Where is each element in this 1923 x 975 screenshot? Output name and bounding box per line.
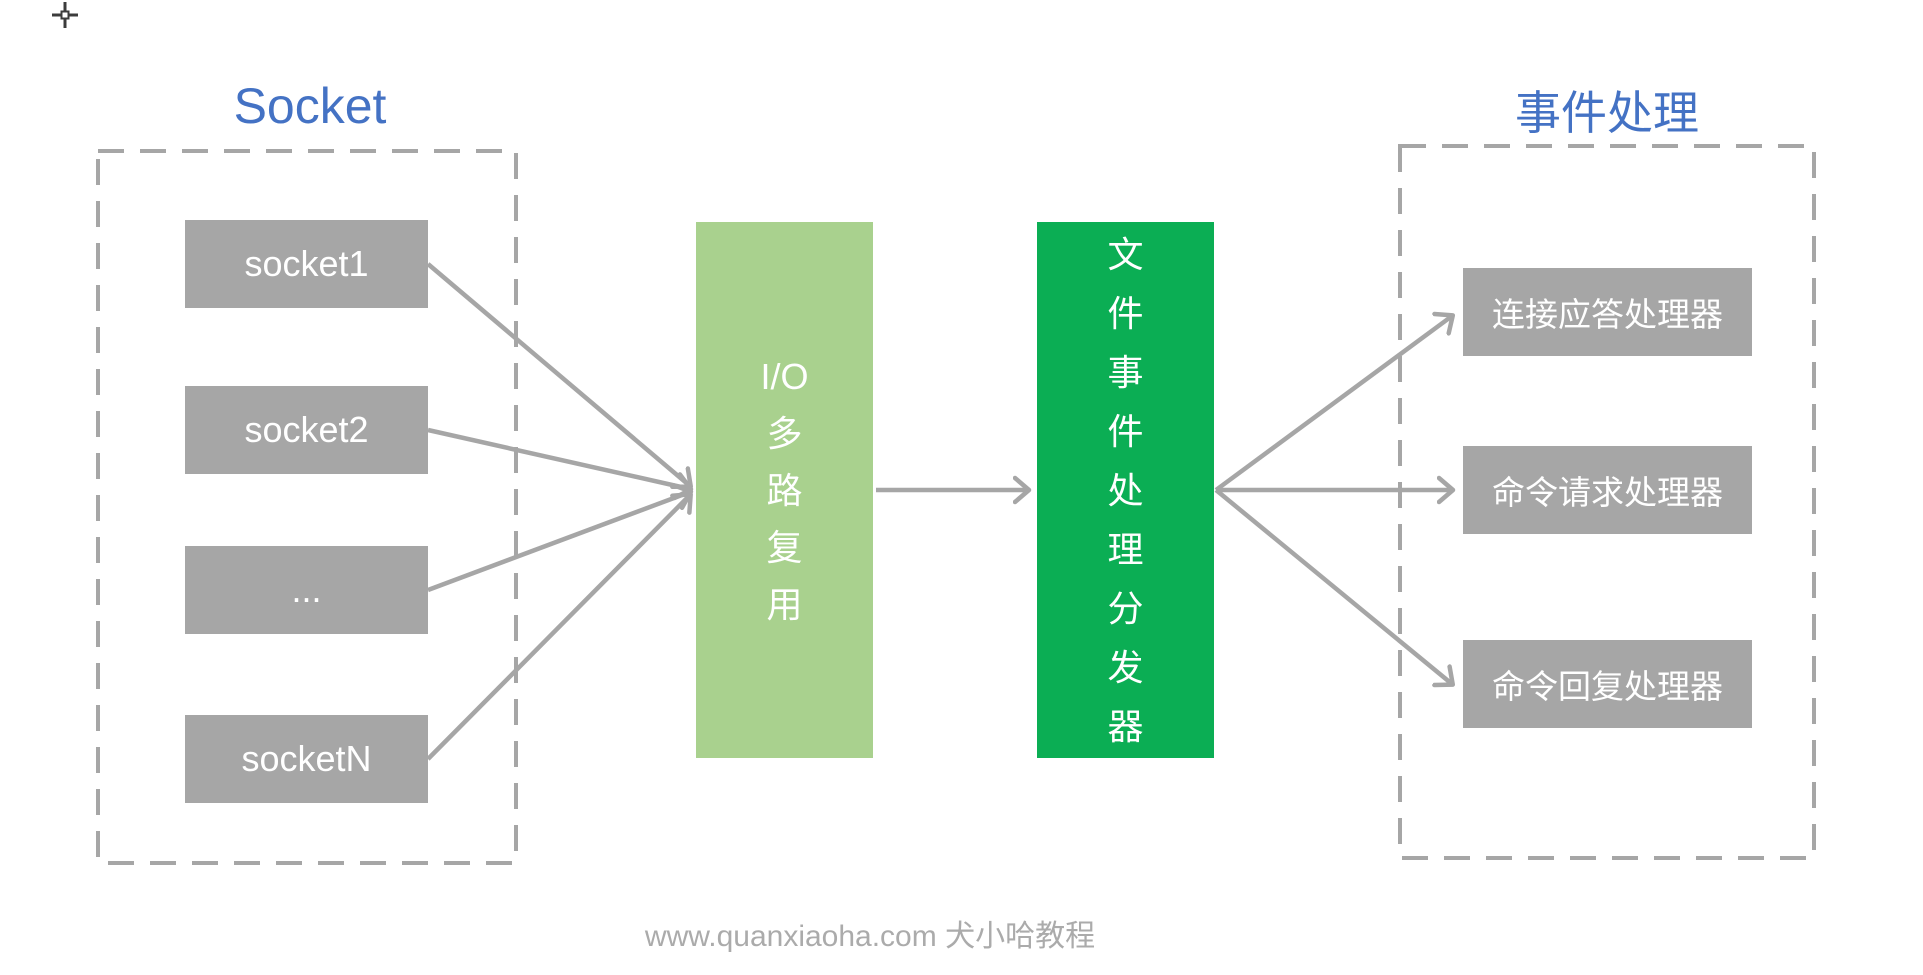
- socket-ellipsis-box: ...: [185, 546, 428, 634]
- arrow-socket2-to-multiplexer: [427, 427, 690, 489]
- io-multiplexing-box: I/O 多 路 复 用: [696, 222, 873, 758]
- watermark-text: www.quanxiaoha.com 犬小哈教程: [644, 920, 1096, 953]
- event-handler-group-title: 事件处理: [1515, 87, 1699, 139]
- socket-group-dashed-frame: [96, 149, 518, 865]
- connection-accept-handler-box: 连接应答处理器: [1463, 268, 1752, 356]
- arrow-socket-ellipsis-to-multiplexer: [427, 492, 690, 593]
- arrow-dispatcher-to-reply-handler: [1214, 488, 1452, 684]
- crosshair-cursor-icon: [52, 2, 78, 28]
- event-handler-group-dashed-frame: [1398, 144, 1816, 860]
- arrow-socket1-to-multiplexer: [426, 262, 690, 486]
- command-reply-handler-label: 命令回复处理器: [1492, 668, 1723, 705]
- socketN-box: socketN: [185, 715, 428, 803]
- connection-accept-handler-label: 连接应答处理器: [1492, 296, 1723, 333]
- command-reply-handler-box: 命令回复处理器: [1463, 640, 1752, 728]
- socket-ellipsis-label: ...: [291, 569, 322, 610]
- file-event-dispatcher-label: 文 件 事 件 处 理 分 发 器: [1107, 233, 1144, 747]
- arrow-dispatcher-to-accept-handler: [1214, 316, 1452, 492]
- arrow-socketN-to-multiplexer: [426, 495, 690, 761]
- command-request-handler-box: 命令请求处理器: [1463, 446, 1752, 534]
- socket2-label: socket2: [244, 409, 369, 450]
- socket2-box: socket2: [185, 386, 428, 474]
- file-event-dispatcher-box: 文 件 事 件 处 理 分 发 器: [1037, 222, 1214, 758]
- socket1-box: socket1: [185, 220, 428, 308]
- socketN-label: socketN: [241, 738, 372, 779]
- socket-group-title: Socket: [233, 78, 387, 134]
- command-request-handler-label: 命令请求处理器: [1492, 474, 1723, 511]
- socket1-label: socket1: [244, 243, 369, 284]
- io-multiplexing-label: I/O 多 路 复 用: [760, 355, 809, 625]
